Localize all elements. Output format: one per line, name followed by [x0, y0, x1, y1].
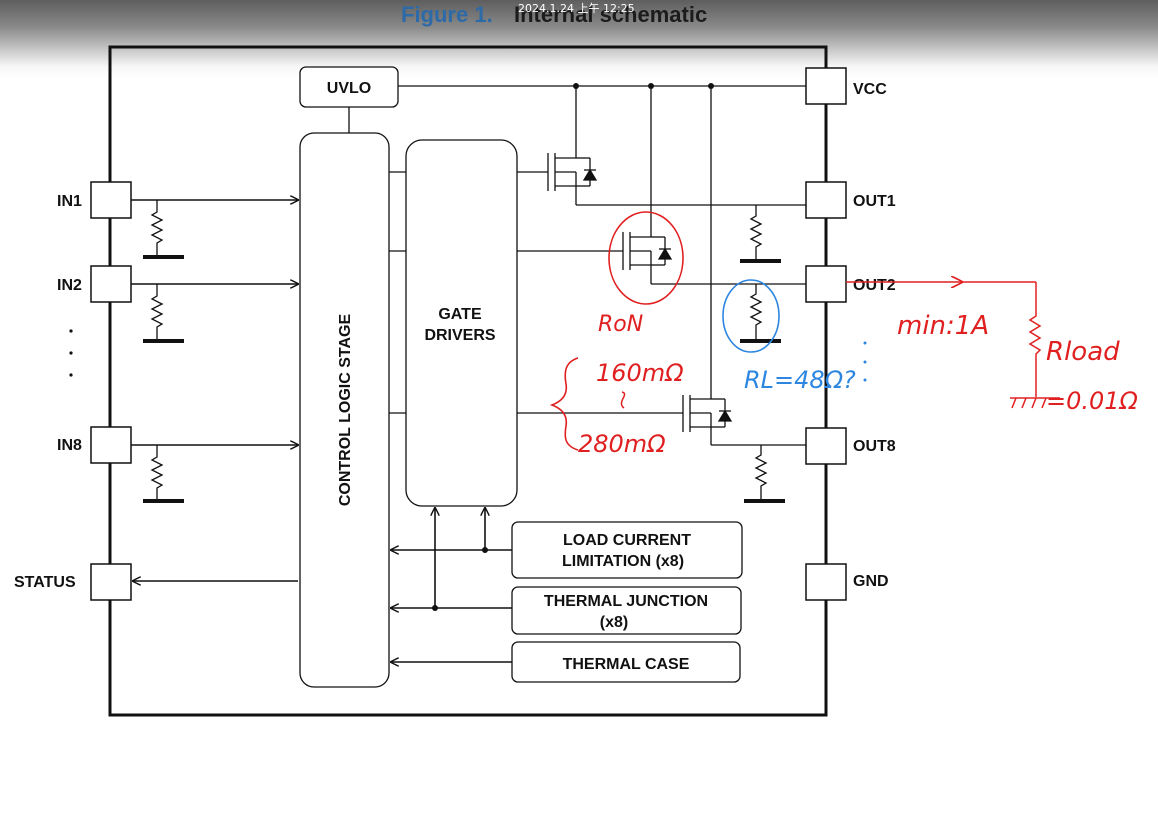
ron-highlight-circle: [608, 211, 684, 305]
pin-box-out1: [805, 181, 847, 219]
mosfet-out2: [517, 232, 806, 285]
pulldown-highlight-circle: [722, 279, 780, 353]
input-lines: [131, 200, 298, 581]
pin-box-status: [90, 563, 132, 601]
mosfet-out8: [517, 395, 806, 446]
rload-ground: [1010, 397, 1060, 409]
load-current-label-line2: LIMITATION (x8): [562, 553, 684, 570]
annotation-rload: Rload: [1046, 337, 1120, 367]
annotation-rl: RL=48Ω?: [744, 366, 856, 394]
input-pulldown-resistors: [150, 200, 164, 500]
pin-box-in2: [90, 265, 132, 303]
pin-label-in1: IN1: [57, 193, 82, 210]
ron-range-tilde: [620, 391, 626, 409]
gate-drivers-label-line1: GATE: [438, 306, 482, 323]
figure-title: Internal schematic: [514, 2, 707, 27]
pin-label-gnd: GND: [853, 573, 889, 590]
annotation-min-current: min:1A: [897, 311, 989, 341]
uvlo-label: UVLO: [327, 80, 371, 97]
window-top-shade: [0, 0, 1158, 78]
annotation-ron-max: 280mΩ: [578, 430, 666, 458]
thermal-junction-label-line1: THERMAL JUNCTION: [544, 593, 708, 610]
pin-box-out8: [805, 427, 847, 465]
thermal-junction-label-line2: (x8): [600, 614, 628, 631]
feedback-junctions: [432, 547, 488, 611]
pin-label-status: STATUS: [14, 574, 76, 591]
input-ellipsis: [69, 329, 73, 377]
chip-outline: [108, 45, 828, 717]
pin-label-in8: IN8: [57, 437, 82, 454]
vcc-drops: [575, 86, 712, 395]
pin-label-out1: OUT1: [853, 193, 896, 210]
screenshot-timestamp: 2024.1.24 上午 12:25: [518, 2, 635, 15]
gate-drivers-block: [405, 139, 518, 507]
pin-label-out2: OUT2: [853, 277, 896, 294]
pin-box-in1: [90, 181, 132, 219]
pin-box-out2: [805, 265, 847, 303]
blue-ellipsis: [863, 341, 867, 382]
feedback-arrows: [391, 508, 512, 662]
annotation-ron-min: 160mΩ: [596, 359, 684, 387]
input-ground-bars: [143, 255, 184, 503]
output-pulldown-resistors: [749, 205, 768, 500]
pin-box-vcc: [805, 67, 847, 105]
ron-range-brace: [549, 357, 579, 451]
pin-label-out8: OUT8: [853, 438, 896, 455]
control-logic-label: CONTROL LOGIC STAGE: [337, 314, 354, 507]
load-current-label-line1: LOAD CURRENT: [563, 532, 691, 549]
annotation-rload-value: =0.01Ω: [1046, 387, 1139, 415]
rload-resistor: [1028, 282, 1042, 397]
figure-number: Figure 1.: [401, 2, 493, 27]
logic-to-driver-links: [389, 171, 406, 414]
mosfet-out1: [517, 152, 806, 206]
output-ground-bars: [740, 259, 785, 503]
thermal-case-label: THERMAL CASE: [563, 656, 690, 673]
gate-drivers-label-line2: DRIVERS: [424, 327, 495, 344]
annotation-ron: RoN: [598, 312, 643, 337]
control-logic-block: [299, 132, 390, 688]
pin-box-gnd: [805, 563, 847, 601]
pin-label-in2: IN2: [57, 277, 82, 294]
pin-box-in8: [90, 426, 132, 464]
pin-label-vcc: VCC: [853, 81, 887, 98]
thermal-junction-block: [511, 586, 742, 635]
